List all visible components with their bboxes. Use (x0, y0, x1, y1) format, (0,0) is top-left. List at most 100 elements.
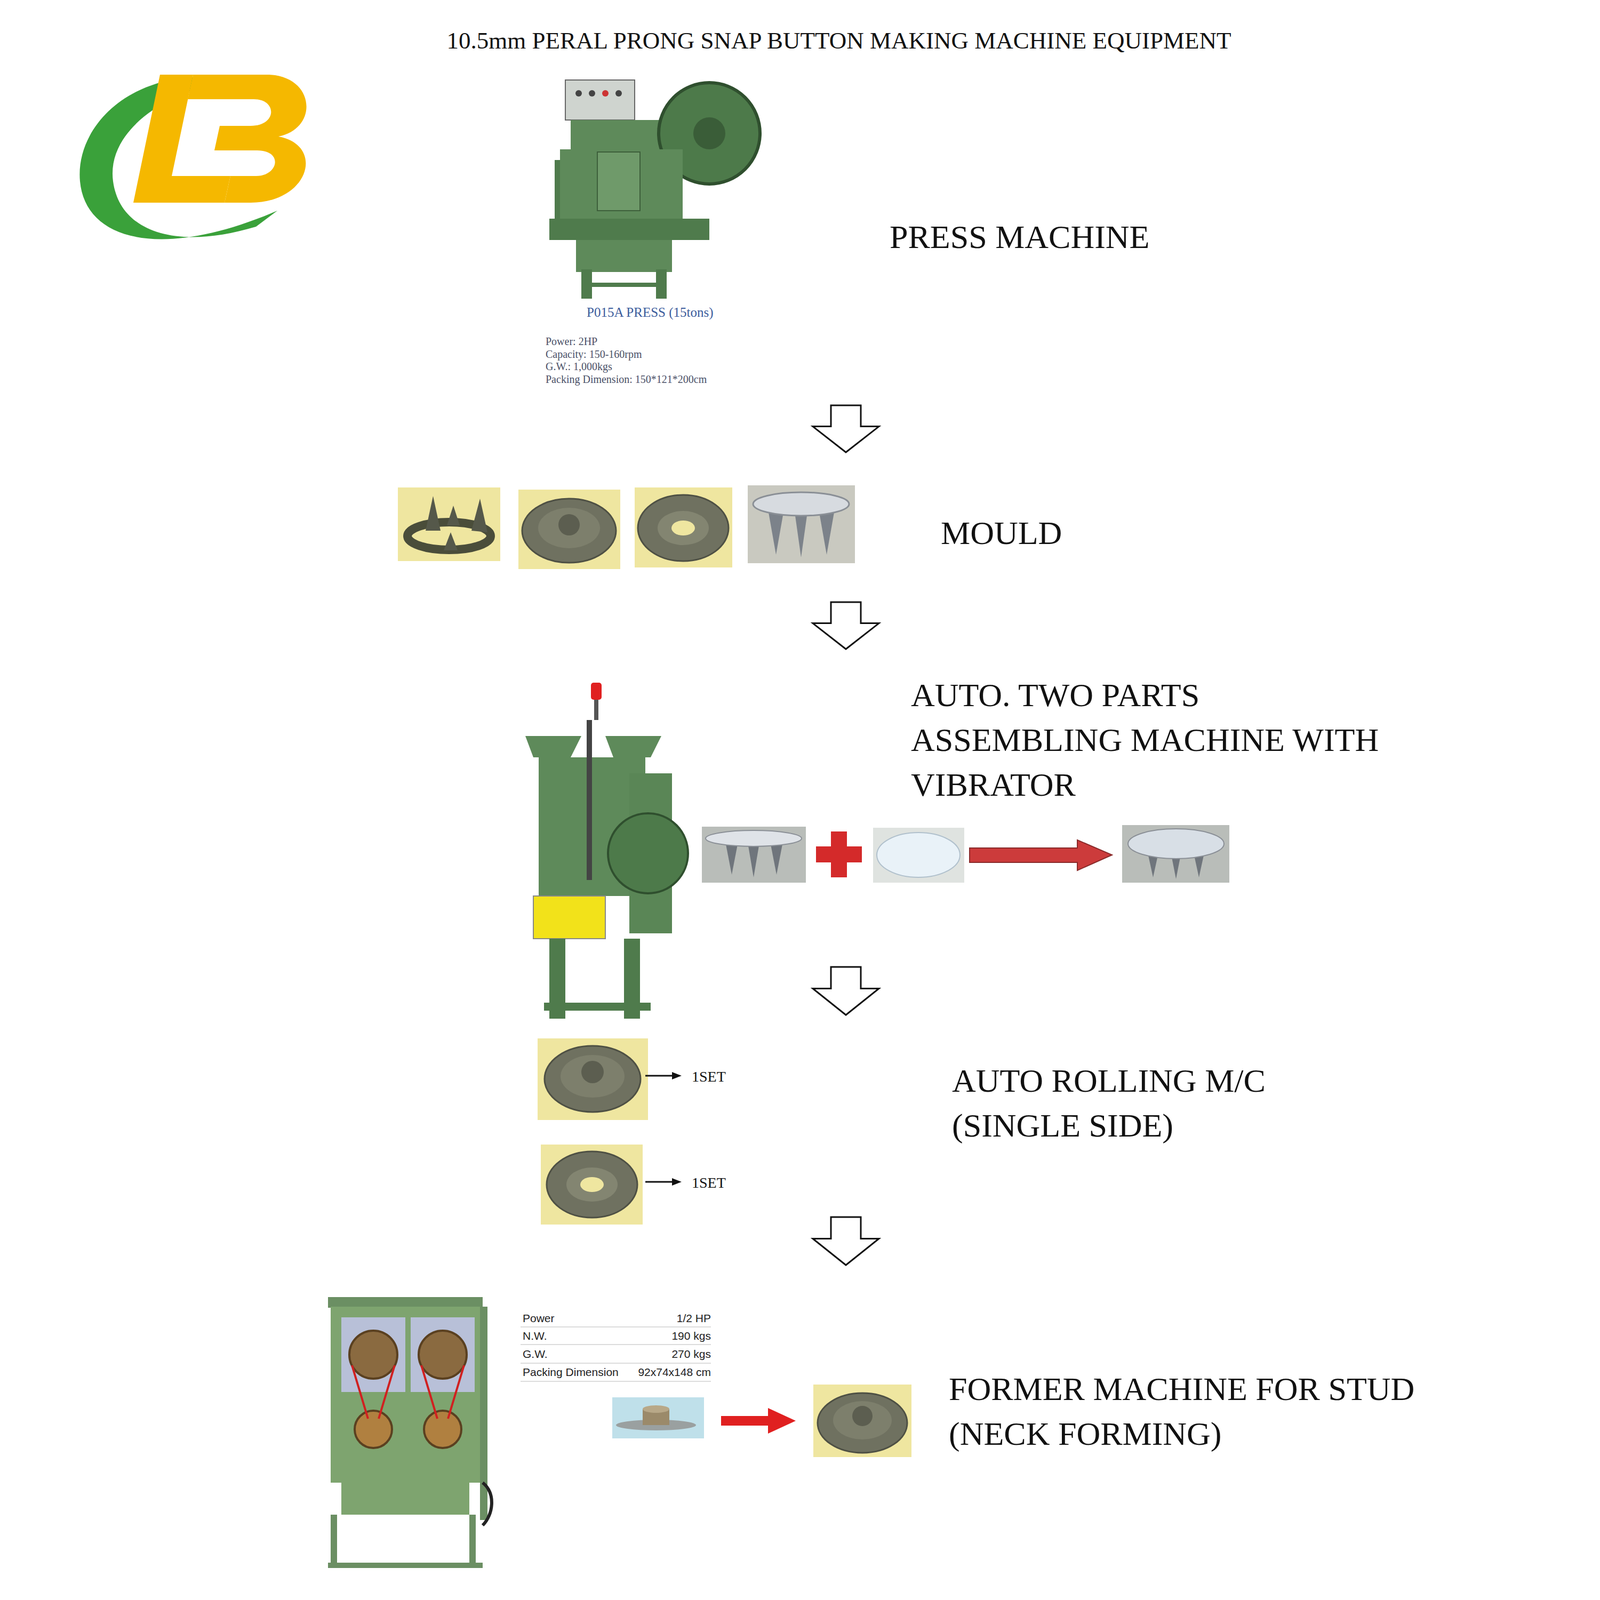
machine-spec: Packing Dimension: 150*121*200cm (545, 372, 707, 386)
press-machine-illustration (549, 80, 760, 299)
former-machine-illustration (330, 1306, 480, 1483)
mould-part-images (671, 520, 695, 536)
mould-part-images (397, 487, 501, 562)
spec-table-lines (520, 1344, 711, 1346)
process-stage: FORMER MACHINE FOR STUD (NECK FORMING) (320, 1265, 1440, 1580)
former-machine-illustration (328, 1297, 483, 1308)
spec-table-cell: 190 kgs (550, 1329, 711, 1343)
assembly-parts-images (725, 841, 739, 875)
flow-arrow (812, 405, 879, 453)
neck-forming-part-images (612, 1397, 704, 1439)
former-machine-illustration (352, 1365, 368, 1419)
mould-part-images (637, 494, 729, 562)
spec-table-cell: G.W. (522, 1347, 548, 1361)
neck-forming-part-images (813, 1384, 912, 1458)
stage-name: FORMER MACHINE FOR STUD (NECK FORMING) (948, 1366, 1440, 1456)
assembly-parts-images (701, 826, 806, 883)
rolling-part-images (566, 1167, 618, 1202)
former-machine-illustration (341, 1482, 470, 1515)
former-machine-illustration (341, 1317, 406, 1392)
rolling-part-images (672, 1178, 682, 1186)
press-machine-illustration (565, 80, 635, 120)
stage-name: MOULD (940, 510, 1261, 556)
former-machine-illustration (421, 1365, 438, 1419)
machine-spec: Capacity: 150-160rpm (545, 347, 643, 361)
rolling-part-images (580, 1177, 604, 1192)
rolling-part-images (537, 1038, 648, 1120)
neck-forming-part-images (833, 1401, 892, 1440)
quantity-label: 1SET (691, 1173, 726, 1192)
assembling-machine-illustration (594, 698, 599, 720)
mould-part-images (657, 510, 709, 546)
spec-table-cell: 92x74x148 cm (550, 1365, 711, 1379)
quantity-label: 1SET (691, 1067, 726, 1086)
spec-table-lines (520, 1380, 711, 1382)
spec-table-cell: N.W. (522, 1329, 548, 1343)
spec-table-cell: 1/2 HP (550, 1311, 711, 1325)
press-machine-illustration (597, 152, 640, 211)
stage-label-block: MOULD (940, 510, 1261, 556)
neck-forming-part-images (817, 1393, 908, 1453)
rolling-part-images (645, 1075, 674, 1077)
assembly-parts-images (1122, 825, 1230, 883)
assembly-parts-images (747, 842, 760, 878)
press-machine-illustration (549, 218, 710, 240)
neck-forming-part-images (642, 1405, 670, 1413)
spec-table-cell: 270 kgs (550, 1347, 711, 1361)
assembly-parts-images (701, 825, 1230, 883)
assembly-parts-images (705, 830, 802, 847)
machine-spec: Power: 2HP (545, 334, 598, 348)
company-logo (79, 74, 307, 239)
mould-part-images (768, 509, 784, 555)
assembly-parts-images (873, 827, 965, 883)
flow-arrow (812, 1217, 879, 1266)
stage-label-block: PRESS MACHINE (889, 214, 1370, 260)
process-stage: PRESS MACHINE (320, 71, 1440, 406)
mould-part-images (747, 485, 855, 564)
press-machine-illustration (588, 90, 596, 97)
assembly-parts-images (816, 846, 862, 863)
neck-forming-part-images (721, 1408, 796, 1434)
press-machine-illustration (693, 117, 726, 150)
flow-arrow (812, 602, 879, 650)
former-machine-illustration (410, 1317, 475, 1392)
mould-part-images (818, 509, 835, 555)
press-machine-illustration (570, 120, 672, 152)
press-machine-illustration (576, 240, 672, 272)
former-machine-illustration (349, 1330, 398, 1379)
stage-label-block: FORMER MACHINE FOR STUD (NECK FORMING) (948, 1366, 1440, 1456)
mould-part-images (538, 507, 600, 549)
former-machine-illustration (378, 1365, 395, 1419)
assembly-parts-images (876, 832, 960, 878)
stage-label-block: AUTO. TWO PARTS ASSEMBLING MACHINE WITH … (910, 672, 1402, 807)
spec-table-cell: Packing Dimension (522, 1365, 619, 1379)
mould-part-images (446, 505, 460, 526)
former-machine-illustration (482, 1482, 492, 1526)
flow-arrow (812, 966, 879, 1015)
press-machine-illustration (615, 90, 622, 97)
rolling-part-images (672, 1072, 682, 1080)
mould-part-images (443, 532, 458, 551)
mould-part-images (634, 487, 733, 568)
spec-table-lines (520, 1326, 711, 1382)
process-stage: MOULD (320, 452, 1440, 603)
former-machine-illustration (328, 1297, 492, 1568)
rolling-part-images (537, 1038, 682, 1225)
mould-part-images (397, 485, 855, 570)
press-machine-illustration (602, 90, 609, 97)
former-machine-illustration (424, 1410, 462, 1448)
former-machine-illustration (330, 1514, 338, 1568)
assembling-machine-illustration (590, 682, 602, 700)
former-machine-illustration (469, 1514, 476, 1568)
rolling-part-images (581, 1060, 604, 1084)
stage-label-block: AUTO ROLLING M/C (SINGLE SIDE) (952, 1058, 1294, 1148)
former-machine-illustration (448, 1365, 464, 1419)
rolling-part-images (560, 1054, 625, 1098)
machine-spec: G.W.: 1,000kgs (545, 360, 613, 373)
spec-table-cell: Power (522, 1311, 555, 1325)
stage-name: PRESS MACHINE (889, 214, 1370, 260)
mould-part-images (425, 496, 441, 531)
